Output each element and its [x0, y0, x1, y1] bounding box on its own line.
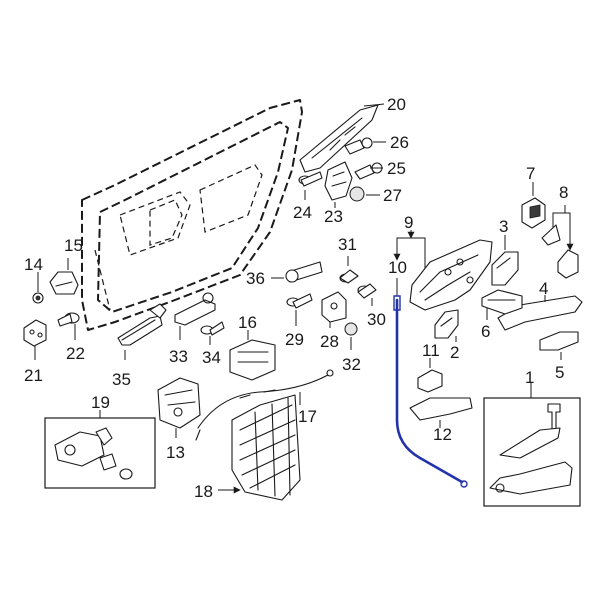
part-7-lock-cylinder — [521, 197, 546, 229]
callout-31: 31 — [338, 235, 357, 254]
callout-21: 21 — [24, 366, 43, 385]
callout-13: 13 — [166, 443, 185, 462]
callout-5: 5 — [555, 363, 564, 382]
callout-27: 27 — [383, 186, 402, 205]
callout-22: 22 — [66, 344, 85, 363]
part-24-screw — [298, 171, 323, 187]
callout-12: 12 — [433, 425, 452, 444]
callout-2: 2 — [450, 343, 459, 362]
callout-28: 28 — [320, 332, 339, 351]
part-31-bolt — [339, 269, 359, 284]
part-14-pin — [32, 292, 44, 304]
callout-23: 23 — [324, 207, 343, 226]
callout-18: 18 — [194, 482, 213, 501]
callout-7: 7 — [526, 164, 535, 183]
part-27-bushing — [349, 186, 365, 202]
callout-3: 3 — [499, 217, 508, 236]
part-28-plate — [321, 291, 347, 323]
callout-4: 4 — [539, 279, 548, 298]
callout-25: 25 — [387, 159, 406, 178]
callout-8: 8 — [559, 183, 568, 202]
door-frame-outline — [81, 99, 303, 331]
part-2-bezel — [434, 309, 459, 339]
callout-35: 35 — [112, 370, 131, 389]
callout-20: 20 — [387, 95, 406, 114]
callout-15: 15 — [64, 236, 83, 255]
part-9-handle-carrier — [409, 239, 493, 311]
part-11-clip — [417, 369, 443, 393]
part-22-screw — [57, 312, 80, 327]
callout-32: 32 — [342, 355, 361, 374]
part-25-bolt — [354, 162, 383, 180]
part-21-striker — [23, 319, 47, 347]
part-33-link — [174, 292, 216, 326]
callout-24: 24 — [293, 203, 312, 222]
part-17-cable — [195, 369, 334, 441]
part-34-bolt — [200, 321, 225, 336]
part-3-cap — [491, 251, 519, 286]
leader-9 — [396, 230, 426, 270]
callout-9: 9 — [404, 213, 413, 232]
callout-30: 30 — [367, 310, 386, 329]
callout-33: 33 — [169, 347, 188, 366]
callout-11: 11 — [422, 341, 440, 360]
part-16-bracket — [229, 339, 276, 381]
callout-34: 34 — [202, 348, 221, 367]
highlighted-release-cable — [393, 295, 468, 488]
part-5-seal — [539, 331, 579, 351]
part-20-regulator-rail — [299, 104, 379, 173]
part-1-handle-kit — [489, 403, 573, 495]
callout-29: 29 — [285, 330, 304, 349]
part-4-outer-handle — [497, 295, 583, 331]
part-19-lock-motor — [54, 427, 133, 480]
part-29-screw — [286, 293, 313, 309]
leader-20 — [363, 103, 385, 107]
part-13-door-latch — [157, 377, 201, 429]
callout-14: 14 — [24, 255, 43, 274]
callout-16: 16 — [238, 313, 257, 332]
callout-10: 10 — [388, 258, 407, 277]
callout-6: 6 — [481, 322, 490, 341]
part-1-kit-box — [483, 397, 581, 507]
part-15-bumper — [49, 271, 79, 295]
part-26-bolt — [344, 137, 373, 155]
part-6-gasket — [481, 289, 523, 315]
callout-1: 1 — [525, 368, 534, 387]
callout-17: 17 — [298, 407, 317, 426]
callout-19: 19 — [91, 393, 110, 412]
callout-26: 26 — [390, 133, 409, 152]
leader-8 — [552, 205, 570, 250]
part-32-cap — [344, 322, 358, 336]
part-18-door-module — [231, 394, 301, 501]
part-36-striker-bolt — [285, 261, 323, 283]
part-23-bracket — [324, 161, 353, 201]
part-35-check-strap — [117, 303, 167, 346]
part-30-screw — [357, 283, 377, 299]
part-8-cover — [541, 224, 579, 279]
part-12-inner-handle — [409, 397, 473, 421]
callout-36: 36 — [246, 269, 265, 288]
